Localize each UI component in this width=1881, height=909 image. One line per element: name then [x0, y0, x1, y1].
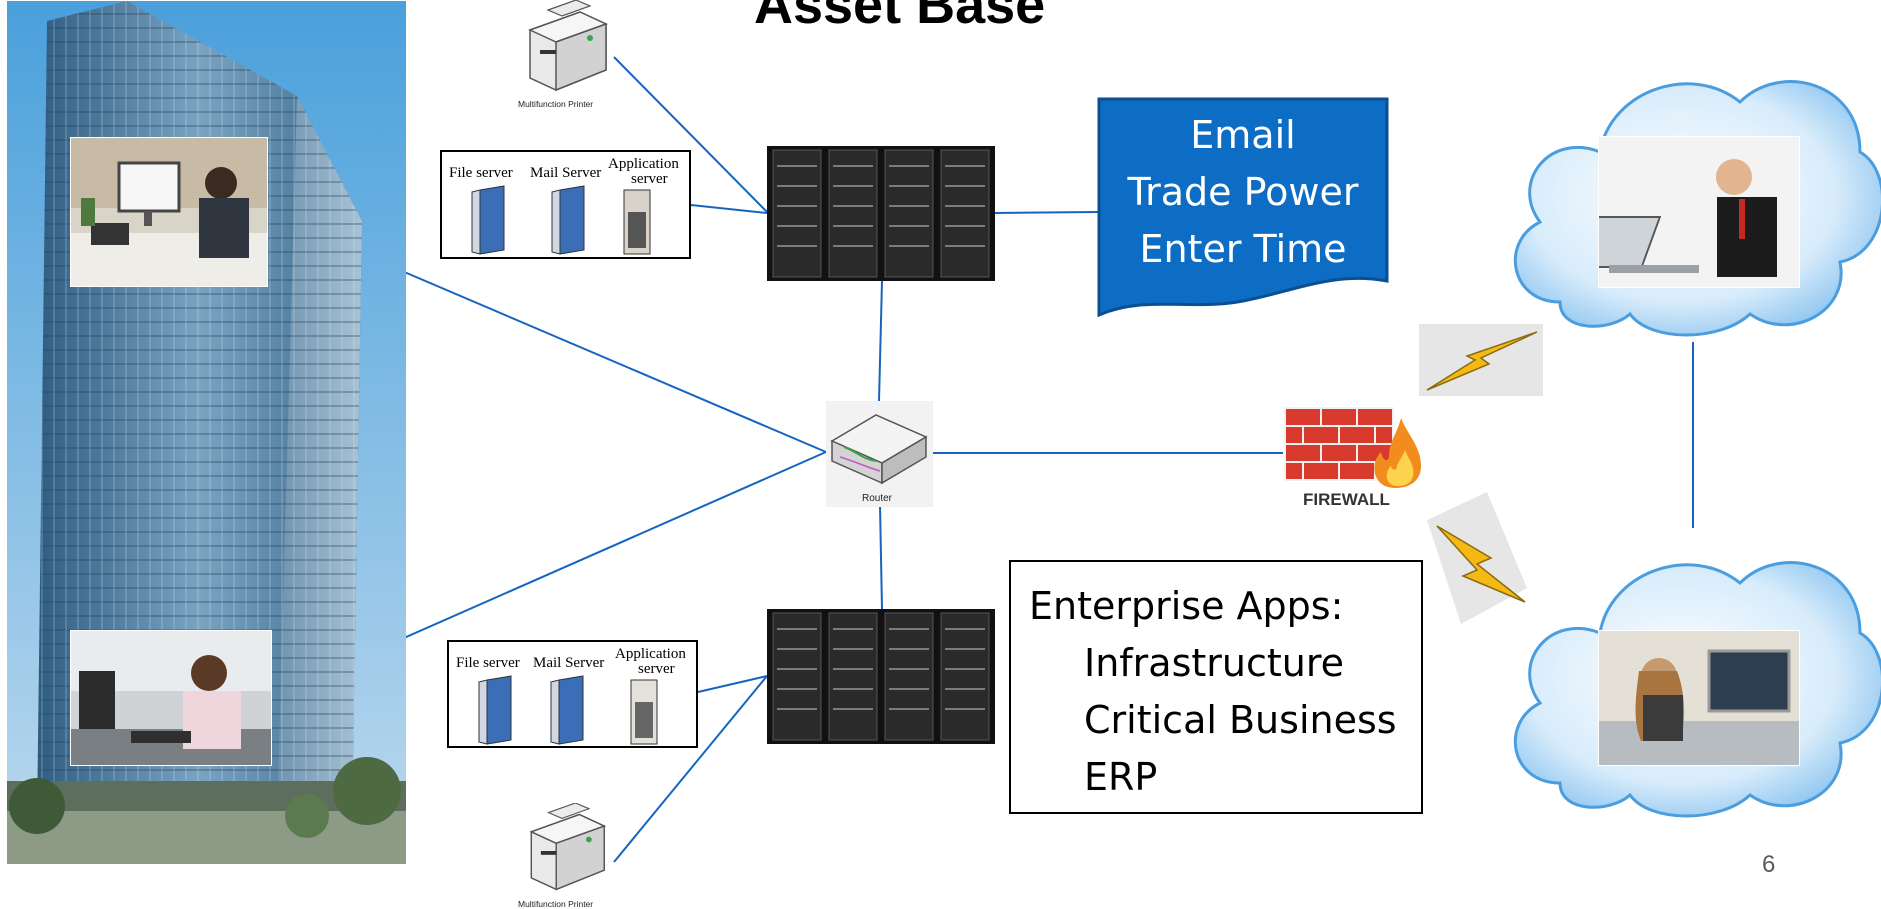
- line-servers-top-to-rack: [690, 204, 768, 214]
- server-group-top: File server Mail Server Application serv…: [440, 150, 691, 259]
- line-rack-top-to-email: [994, 211, 1099, 214]
- multifunction-printer-top: Multifunction Printer: [510, 0, 614, 112]
- enterprise-apps-box: Enterprise Apps: Infrastructure Critical…: [1009, 560, 1423, 814]
- cloud-remote-bottom: [1500, 528, 1881, 828]
- app-server-label-line1: Application: [615, 646, 686, 662]
- server-towers-icon: [478, 675, 658, 745]
- server-group-bottom: File server Mail Server Application serv…: [447, 640, 698, 748]
- router: Router: [826, 401, 933, 507]
- multifunction-printer-bottom: Multifunction Printer: [510, 802, 614, 909]
- line-printer-bottom-to-rack: [613, 675, 768, 863]
- mail-server-label: Mail Server: [530, 165, 602, 181]
- printer-icon: [529, 802, 607, 891]
- lightning-icon: [1426, 331, 1538, 391]
- business-apps-list: Email Trade Power Enter Time: [1098, 107, 1388, 278]
- line-servers-bottom-to-rack: [697, 675, 768, 693]
- enterprise-apps-title: Enterprise Apps:: [1029, 584, 1344, 628]
- firewall-label: FIREWALL: [1303, 490, 1390, 509]
- business-app-email: Email: [1190, 113, 1296, 157]
- server-rack-icon: [767, 146, 995, 281]
- employee-office-photo: [70, 630, 272, 766]
- employee-desk-photo: [70, 137, 268, 287]
- firewall: FIREWALL: [1283, 398, 1423, 510]
- page-number: 6: [1762, 851, 1776, 878]
- router-label: Router: [862, 493, 893, 504]
- enterprise-app-erp: ERP: [1084, 755, 1158, 799]
- lightning-icon: [1427, 492, 1527, 624]
- enterprise-app-critical-business: Critical Business: [1084, 698, 1397, 742]
- business-app-trade-power: Trade Power: [1127, 170, 1359, 214]
- business-apps-box: [1097, 97, 1389, 318]
- app-server-label-line2: server: [638, 661, 675, 677]
- firewall-icon: [1284, 407, 1421, 488]
- wireless-link-bottom: [1421, 492, 1527, 632]
- printer-label: Multifunction Printer: [518, 899, 594, 909]
- server-towers-icon: [471, 185, 651, 255]
- business-app-enter-time: Enter Time: [1139, 227, 1347, 271]
- remote-worker-photo: [1598, 136, 1800, 288]
- printer-icon: [528, 0, 608, 92]
- mail-server-label: Mail Server: [533, 655, 605, 671]
- printer-label: Multifunction Printer: [518, 99, 594, 109]
- remote-worker-photo: [1598, 630, 1800, 766]
- datacenter-rack-bottom: [767, 609, 995, 744]
- datacenter-rack-top: [767, 146, 995, 281]
- file-server-label: File server: [449, 165, 513, 181]
- app-server-label-line2: server: [631, 171, 668, 187]
- app-server-label-line1: Application: [608, 156, 679, 172]
- line-printer-top-to-rack: [613, 56, 768, 213]
- enterprise-app-infrastructure: Infrastructure: [1084, 641, 1345, 685]
- page-title: Asset Base: [754, 0, 1046, 35]
- line-rack-top-to-router: [878, 280, 883, 402]
- router-icon: [830, 414, 928, 485]
- wireless-link-top: [1419, 324, 1543, 396]
- cloud-remote-top: [1500, 52, 1881, 342]
- file-server-label: File server: [456, 655, 520, 671]
- line-router-to-rack-bottom: [879, 504, 883, 610]
- server-rack-icon: [767, 609, 995, 744]
